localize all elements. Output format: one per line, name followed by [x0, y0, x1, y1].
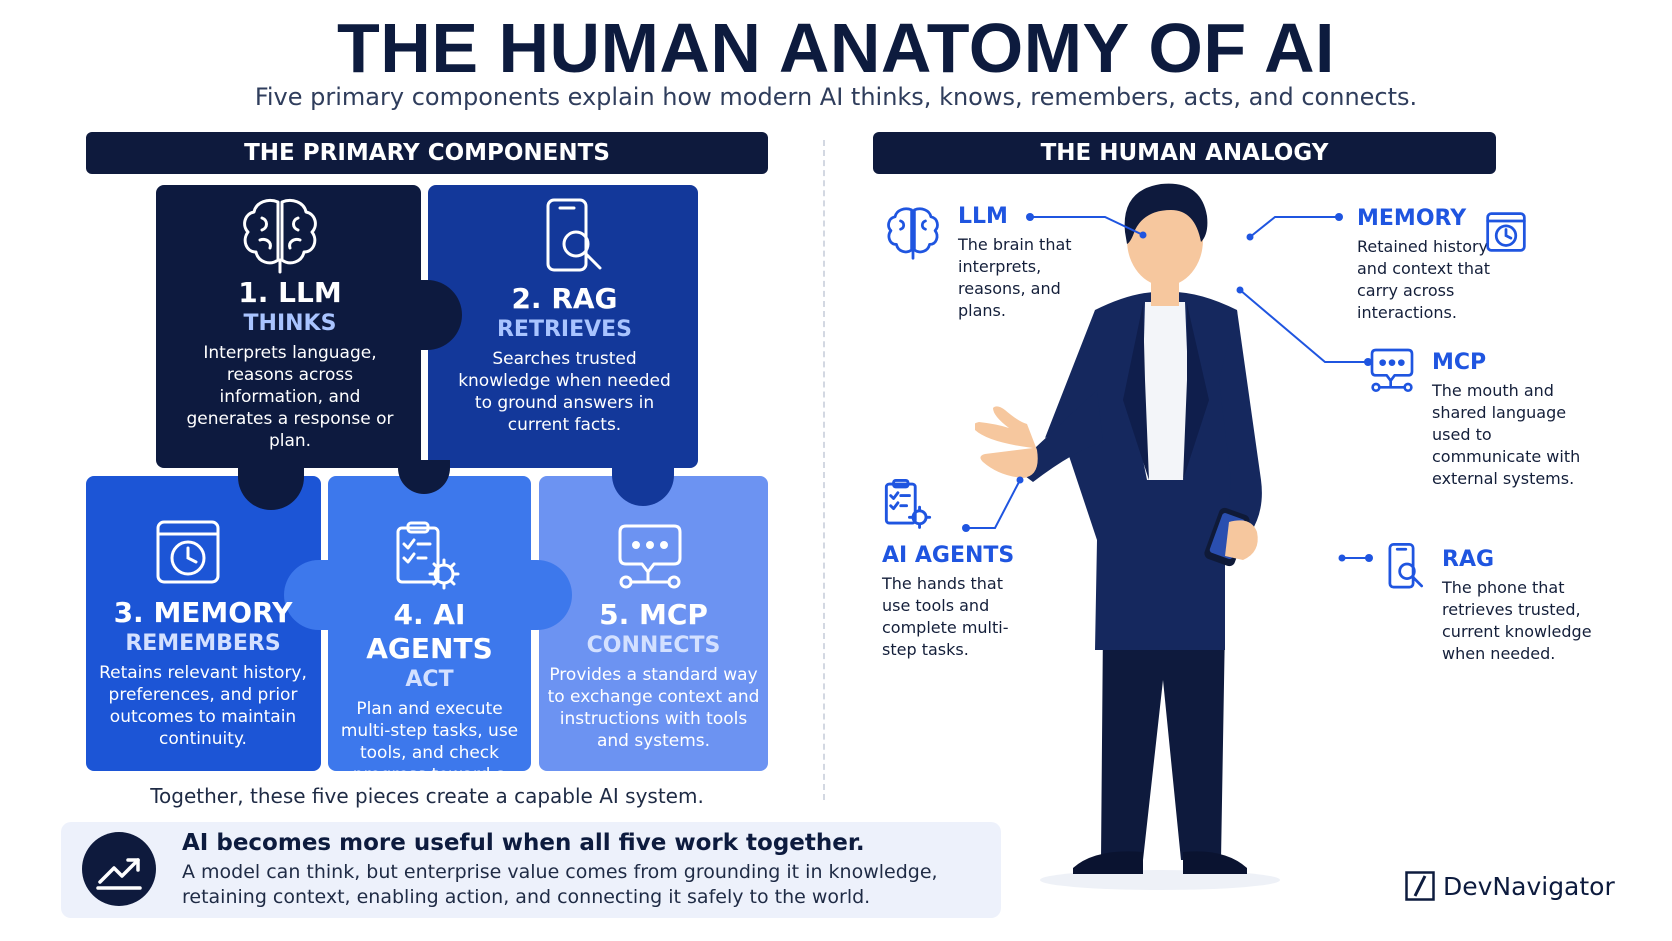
connector-dot [1026, 213, 1034, 221]
trend-up-icon [82, 832, 156, 906]
analogy-llm: LLM The brain that interprets, reasons, … [958, 204, 1078, 322]
analogy-agents: AI AGENTS The hands that use tools and c… [882, 543, 1032, 661]
analogy-agents-description: The hands that use tools and complete mu… [882, 574, 1009, 659]
brand-name: DevNavigator [1443, 871, 1615, 901]
analogy-memory: MEMORY Retained history and context that… [1357, 206, 1492, 324]
analogy-mcp-title: MCP [1432, 350, 1487, 375]
page-subtitle: Five primary components explain how mode… [254, 83, 1418, 111]
piece-llm-bg [156, 185, 421, 468]
section-divider [823, 140, 825, 800]
piece-rag-title: 2. RAG [511, 282, 618, 315]
piece-llm-verb: THINKS [243, 311, 337, 336]
piece-mcp-title: 5. MCP [599, 598, 708, 631]
piece-memory-description: Retains relevant history, preferences, a… [99, 663, 307, 749]
analogy-agents-title: AI AGENTS [882, 543, 1015, 568]
analogy-rag-title: RAG [1442, 547, 1495, 572]
human-figure [975, 183, 1280, 890]
puzzle-knob [516, 560, 572, 630]
chat-network-icon [1370, 348, 1414, 392]
piece-memory-title: 3. MEMORY [113, 596, 293, 629]
analogy-llm-description: The brain that interprets, reasons, and … [958, 235, 1072, 320]
piece-agents-title: 4. AI AGENTS [366, 598, 493, 665]
clipboard-gear-icon [396, 521, 460, 590]
piece-llm-title: 1. LLM [238, 276, 342, 309]
puzzle-knob [284, 560, 344, 630]
callout-box [61, 822, 1001, 918]
piece-agents-bg [328, 476, 531, 771]
human-analogy-header: THE HUMAN ANALOGY [873, 132, 1496, 174]
page-title: THE HUMAN ANATOMY OF AI [337, 9, 1335, 87]
callout-body: A model can think, but enterprise value … [182, 861, 938, 908]
piece-rag-bg [428, 185, 698, 468]
piece-rag-description: Searches trusted knowledge when needed t… [458, 349, 671, 435]
piece-llm-description: Interprets language, reasons across info… [186, 343, 394, 451]
brain-icon [243, 198, 317, 274]
analogy-rag: RAG The phone that retrieves trusted, cu… [1442, 547, 1602, 665]
analogy-mcp: MCP The mouth and shared language used t… [1432, 350, 1602, 490]
analogy-memory-description: Retained history and context that carry … [1357, 237, 1491, 322]
brain-icon [887, 207, 939, 260]
piece-memory-verb: REMEMBERS [125, 631, 281, 656]
primary-components-header: THE PRIMARY COMPONENTS [86, 132, 768, 174]
analogy-mcp-description: The mouth and shared language used to co… [1432, 381, 1581, 488]
analogy-rag-description: The phone that retrieves trusted, curren… [1442, 578, 1592, 663]
phone-search-icon [1388, 543, 1424, 589]
callout-headline: AI becomes more useful when all five wor… [182, 830, 865, 856]
piece-mcp-verb: CONNECTS [586, 633, 721, 658]
piece-memory-bg [86, 476, 321, 771]
components-summary: Together, these five pieces create a cap… [150, 784, 704, 808]
piece-mcp-description: Provides a standard way to exchange cont… [547, 665, 760, 751]
clock-window-icon [1486, 212, 1526, 252]
analogy-llm-title: LLM [958, 204, 1008, 229]
clipboard-gear-icon [884, 479, 932, 529]
clock-window-icon [156, 520, 220, 584]
piece-agents-description: Plan and execute multi-step tasks, use t… [340, 699, 519, 807]
analogy-memory-title: MEMORY [1357, 206, 1467, 231]
chat-network-icon [618, 524, 682, 589]
piece-rag-verb: RETRIEVES [496, 317, 633, 342]
slash-logo-icon [1405, 871, 1435, 901]
phone-search-icon [546, 198, 602, 272]
piece-agents-verb: ACT [405, 667, 454, 692]
brand-logo: DevNavigator [1405, 870, 1615, 902]
